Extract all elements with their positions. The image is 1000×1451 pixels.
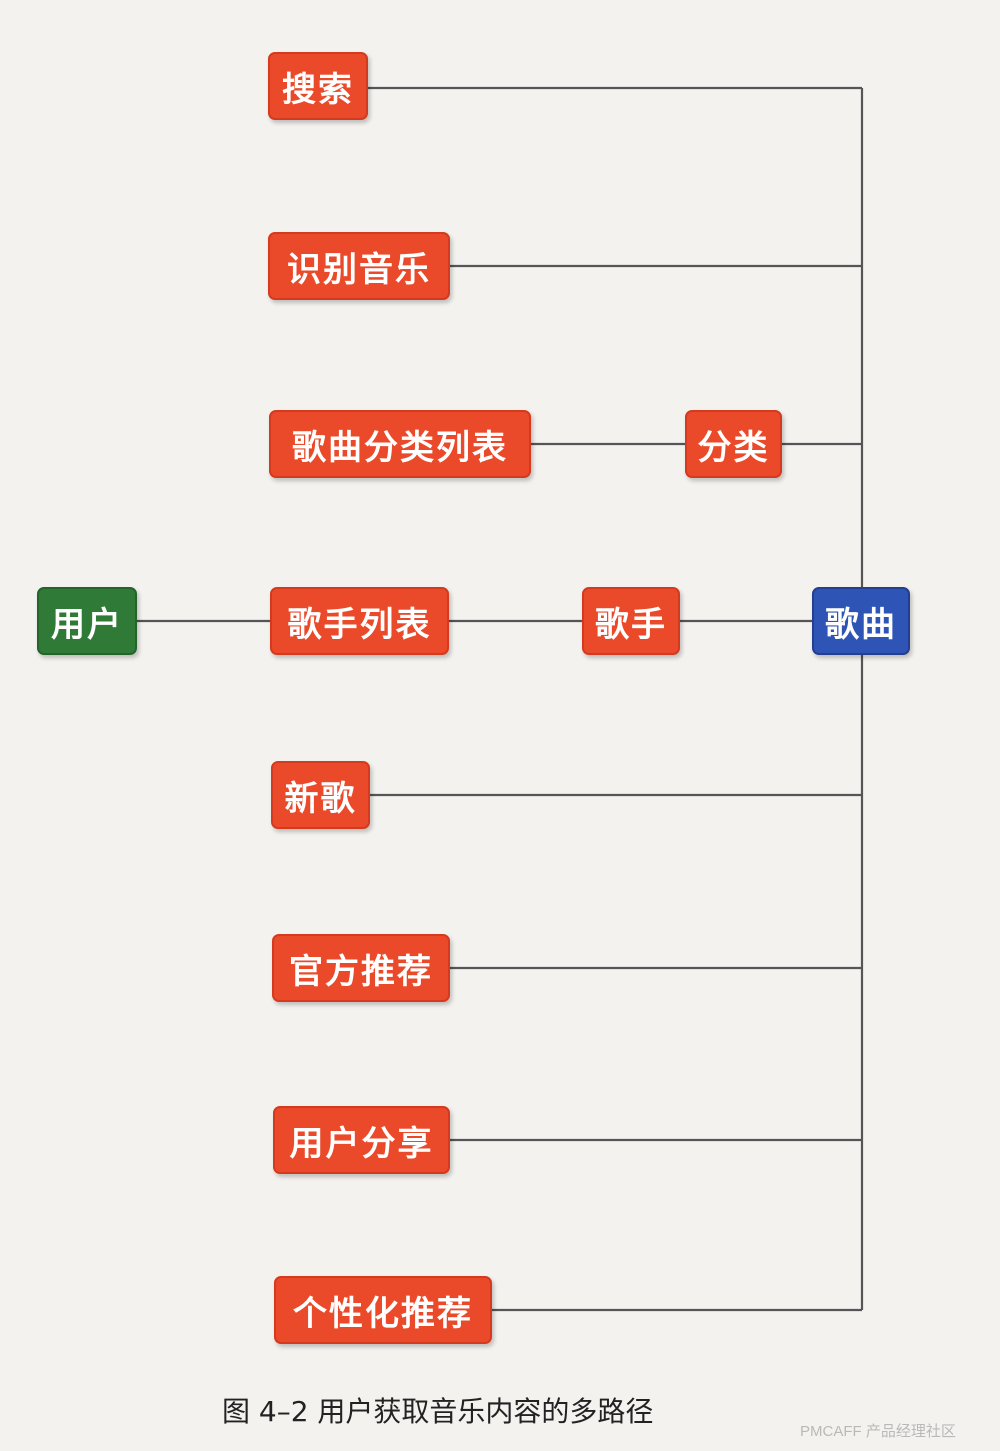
user-node: 用户 [37, 587, 137, 655]
figure-caption: 图 4–2 用户获取音乐内容的多路径 [222, 1395, 654, 1428]
song-category-list-node: 歌曲分类列表 [269, 410, 531, 478]
search-node: 搜索 [268, 52, 368, 120]
singer-list-node: 歌手列表 [270, 587, 449, 655]
personalized-recommendation-node: 个性化推荐 [274, 1276, 492, 1344]
recognize-music-node: 识别音乐 [268, 232, 450, 300]
song-node: 歌曲 [812, 587, 910, 655]
category-node: 分类 [685, 410, 782, 478]
watermark: PMCAFF 产品经理社区 [800, 1423, 956, 1440]
singer-node: 歌手 [582, 587, 680, 655]
user-share-node: 用户分享 [273, 1106, 450, 1174]
official-recommendation-node: 官方推荐 [272, 934, 450, 1002]
new-songs-node: 新歌 [271, 761, 370, 829]
